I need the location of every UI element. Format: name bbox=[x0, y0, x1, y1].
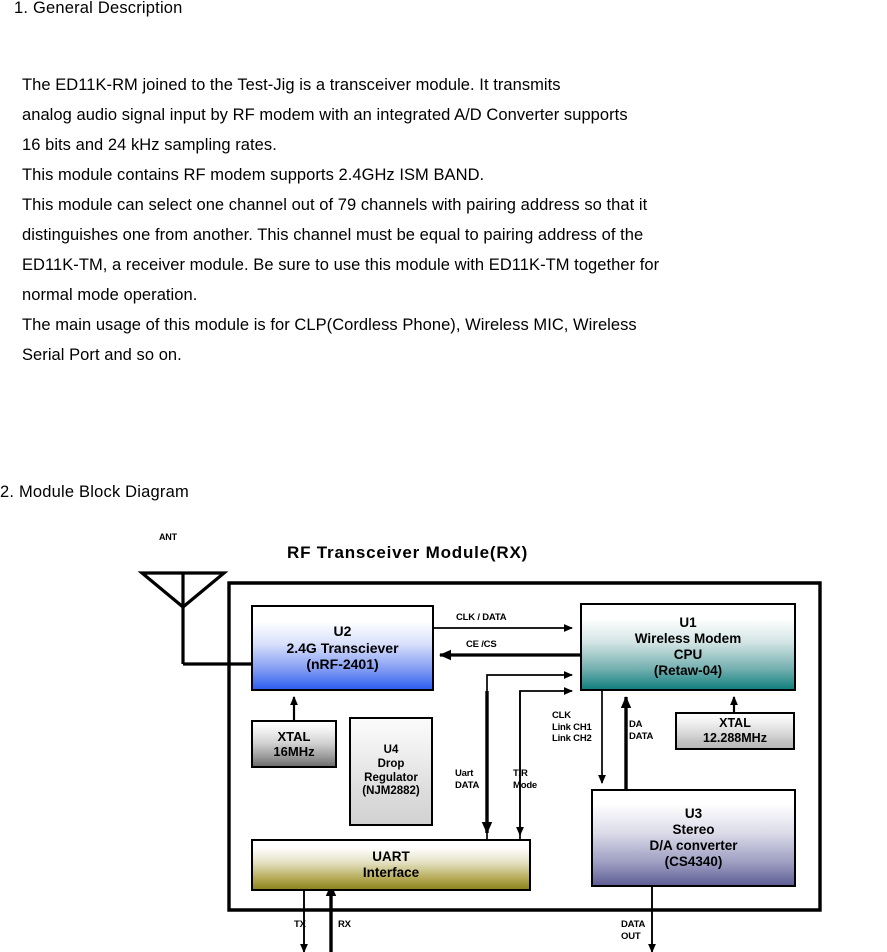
description-line: 16 bits and 24 kHz sampling rates. bbox=[22, 136, 277, 154]
block-u2-name: 2.4G Transciever bbox=[286, 639, 399, 656]
signal-label-tr-mode: T/R Mode bbox=[513, 768, 537, 791]
signal-label-da-line2: DATA bbox=[629, 730, 654, 742]
block-xtal16-value: 16MHz bbox=[273, 744, 315, 759]
block-u2-part: (nRF-2401) bbox=[306, 656, 379, 673]
description-line: The main usage of this module is for CLP… bbox=[22, 316, 637, 334]
description-line: ED11K-TM, a receiver module. Be sure to … bbox=[22, 256, 660, 274]
module-block-diagram: RF Transceiver Module(RX) ANT U2 2.4G Tr… bbox=[0, 515, 887, 952]
signal-label-ce-cs: CE /CS bbox=[466, 639, 497, 650]
block-xtal12-name: XTAL bbox=[719, 716, 751, 731]
block-u2-id: U2 bbox=[333, 623, 352, 640]
description-line: The ED11K-RM joined to the Test-Jig is a… bbox=[22, 76, 561, 94]
block-u3-part: (CS4340) bbox=[664, 853, 723, 869]
block-u3-name: Stereo bbox=[672, 822, 715, 838]
section-1-title: 1. General Description bbox=[14, 0, 183, 17]
block-u4-part: (NJM2882) bbox=[362, 785, 420, 798]
description-line: Serial Port and so on. bbox=[22, 346, 182, 364]
block-uart-name: UART bbox=[372, 849, 410, 865]
block-u1-name: Wireless Modem bbox=[634, 631, 742, 647]
signal-label-tr-line2: Mode bbox=[513, 779, 538, 791]
signal-label-clk-link-line3: Link CH2 bbox=[552, 733, 592, 744]
block-uart-interface[interactable]: UART Interface bbox=[251, 839, 531, 891]
block-u4-drop-regulator[interactable]: U4 Drop Regulator (NJM2882) bbox=[349, 717, 433, 826]
signal-label-clk-link-line1: CLK bbox=[552, 710, 571, 721]
general-description-body: The ED11K-RM joined to the Test-Jig is a… bbox=[22, 70, 887, 370]
block-u4-name2: Regulator bbox=[364, 771, 418, 784]
block-u3-id: U3 bbox=[684, 806, 703, 822]
block-u4-name: Drop bbox=[377, 757, 405, 770]
diagram-wires bbox=[137, 571, 822, 952]
block-u3-da-converter[interactable]: U3 Stereo D/A converter (CS4340) bbox=[591, 789, 796, 887]
signal-label-da-line1: DA bbox=[629, 719, 643, 730]
block-u1-part: (Retaw-04) bbox=[653, 662, 723, 678]
signal-label-uart-line2: DATA bbox=[455, 779, 480, 791]
signal-label-data-out-line1: DATA bbox=[621, 919, 646, 930]
signal-label-clk-data: CLK / DATA bbox=[456, 612, 507, 623]
block-uart-name2: Interface bbox=[362, 865, 420, 880]
description-line: analog audio signal input by RF modem wi… bbox=[22, 106, 628, 124]
signal-label-da-data: DA DATA bbox=[629, 719, 653, 742]
block-xtal16-name: XTAL bbox=[277, 728, 311, 744]
signal-label-data-out-line2: OUT bbox=[621, 930, 641, 942]
block-xtal-16mhz[interactable]: XTAL 16MHz bbox=[251, 720, 337, 768]
diagram-title: RF Transceiver Module(RX) bbox=[287, 543, 529, 562]
description-line: This module contains RF modem supports 2… bbox=[22, 166, 485, 184]
description-line: normal mode operation. bbox=[22, 286, 198, 304]
signal-label-data-out: DATA OUT bbox=[621, 919, 645, 942]
section-2-title: 2. Module Block Diagram bbox=[0, 483, 189, 501]
signal-label-clk-link-line2: Link CH1 bbox=[552, 721, 592, 733]
block-u3-name2: D/A converter bbox=[649, 838, 738, 853]
antenna-icon bbox=[137, 571, 229, 664]
block-u1-id: U1 bbox=[679, 615, 697, 631]
block-u2-transceiver[interactable]: U2 2.4G Transciever (nRF-2401) bbox=[251, 605, 434, 691]
signal-label-uart-line1: Uart bbox=[455, 768, 474, 779]
antenna-label: ANT bbox=[159, 532, 177, 542]
block-u1-name2: CPU bbox=[673, 647, 703, 662]
block-xtal-12288mhz[interactable]: XTAL 12.288MHz bbox=[675, 712, 795, 750]
signal-label-clk-link: CLK Link CH1 Link CH2 bbox=[552, 710, 592, 745]
block-xtal12-value: 12.288MHz bbox=[703, 731, 767, 745]
signal-label-rx: RX bbox=[338, 919, 351, 930]
signal-label-tx: TX bbox=[294, 919, 306, 930]
signal-label-uart-data: Uart DATA bbox=[455, 768, 479, 791]
block-u1-wireless-modem-cpu[interactable]: U1 Wireless Modem CPU (Retaw-04) bbox=[580, 603, 796, 691]
description-line: This module can select one channel out o… bbox=[22, 196, 648, 214]
signal-label-tr-line1: T/R bbox=[513, 768, 528, 779]
description-line: distinguishes one from another. This cha… bbox=[22, 226, 644, 244]
block-u4-id: U4 bbox=[383, 744, 399, 757]
